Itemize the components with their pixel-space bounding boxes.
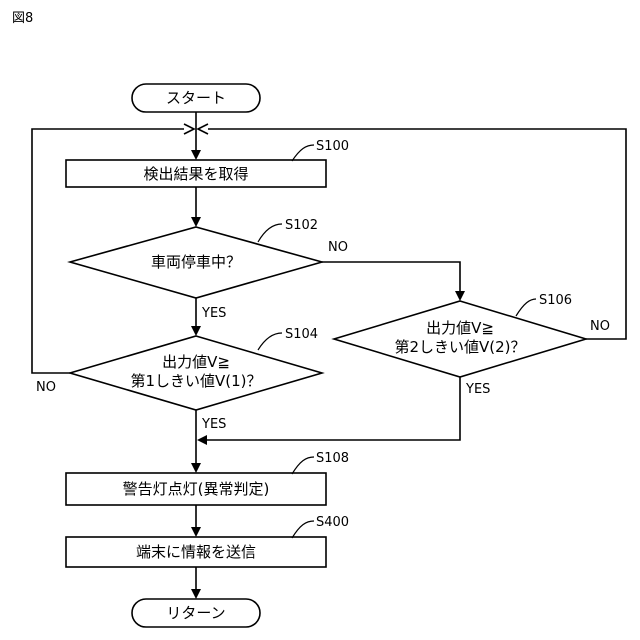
end-label: リターン (166, 604, 225, 622)
arrowhead-s104 (191, 326, 201, 336)
connector-s102-no-to-s106 (322, 262, 460, 294)
s106-text-line2: 第2しきい値V(2)？ (394, 338, 525, 356)
s106-no-label: NO (590, 319, 610, 334)
s100-step-label: S100 (316, 139, 349, 154)
arrowhead-s100 (191, 150, 201, 160)
s104-text-line2: 第1しきい値V(1)？ (130, 372, 261, 390)
s106-yes-label: YES (465, 382, 490, 397)
s106-step-label: S106 (539, 293, 572, 308)
s100-leader (292, 145, 314, 161)
start-label: スタート (166, 89, 226, 107)
s106-leader (516, 299, 536, 316)
s104-leader (258, 333, 282, 350)
loop-merge-arrow-right (198, 124, 208, 134)
loop-merge-arrow-left (184, 124, 194, 134)
arrowhead-s108 (191, 463, 201, 473)
s400-text: 端末に情報を送信 (136, 543, 256, 561)
s104-step-label: S104 (285, 327, 318, 342)
arrowhead-s106 (455, 291, 465, 301)
s108-text: 警告灯点灯(異常判定) (123, 480, 270, 498)
s102-text: 車両停車中？ (151, 253, 241, 271)
figure-label: 図8 (12, 11, 33, 26)
s102-yes-label: YES (201, 306, 226, 321)
arrowhead-end (191, 589, 201, 599)
s400-leader (292, 521, 314, 538)
s104-no-label: NO (36, 380, 56, 395)
s102-step-label: S102 (285, 218, 318, 233)
s400-step-label: S400 (316, 515, 349, 530)
s106-text-line1: 出力値V≧ (426, 319, 494, 337)
s108-step-label: S108 (316, 451, 349, 466)
s102-no-label: NO (328, 240, 348, 255)
arrowhead-s102 (191, 217, 201, 227)
s100-text: 検出結果を取得 (143, 165, 248, 183)
s108-leader (292, 457, 314, 474)
s104-text-line1: 出力値V≧ (162, 353, 230, 371)
merge-arrowhead (197, 435, 207, 445)
s104-yes-label: YES (201, 417, 226, 432)
arrowhead-s400 (191, 527, 201, 537)
s102-leader (258, 224, 282, 242)
